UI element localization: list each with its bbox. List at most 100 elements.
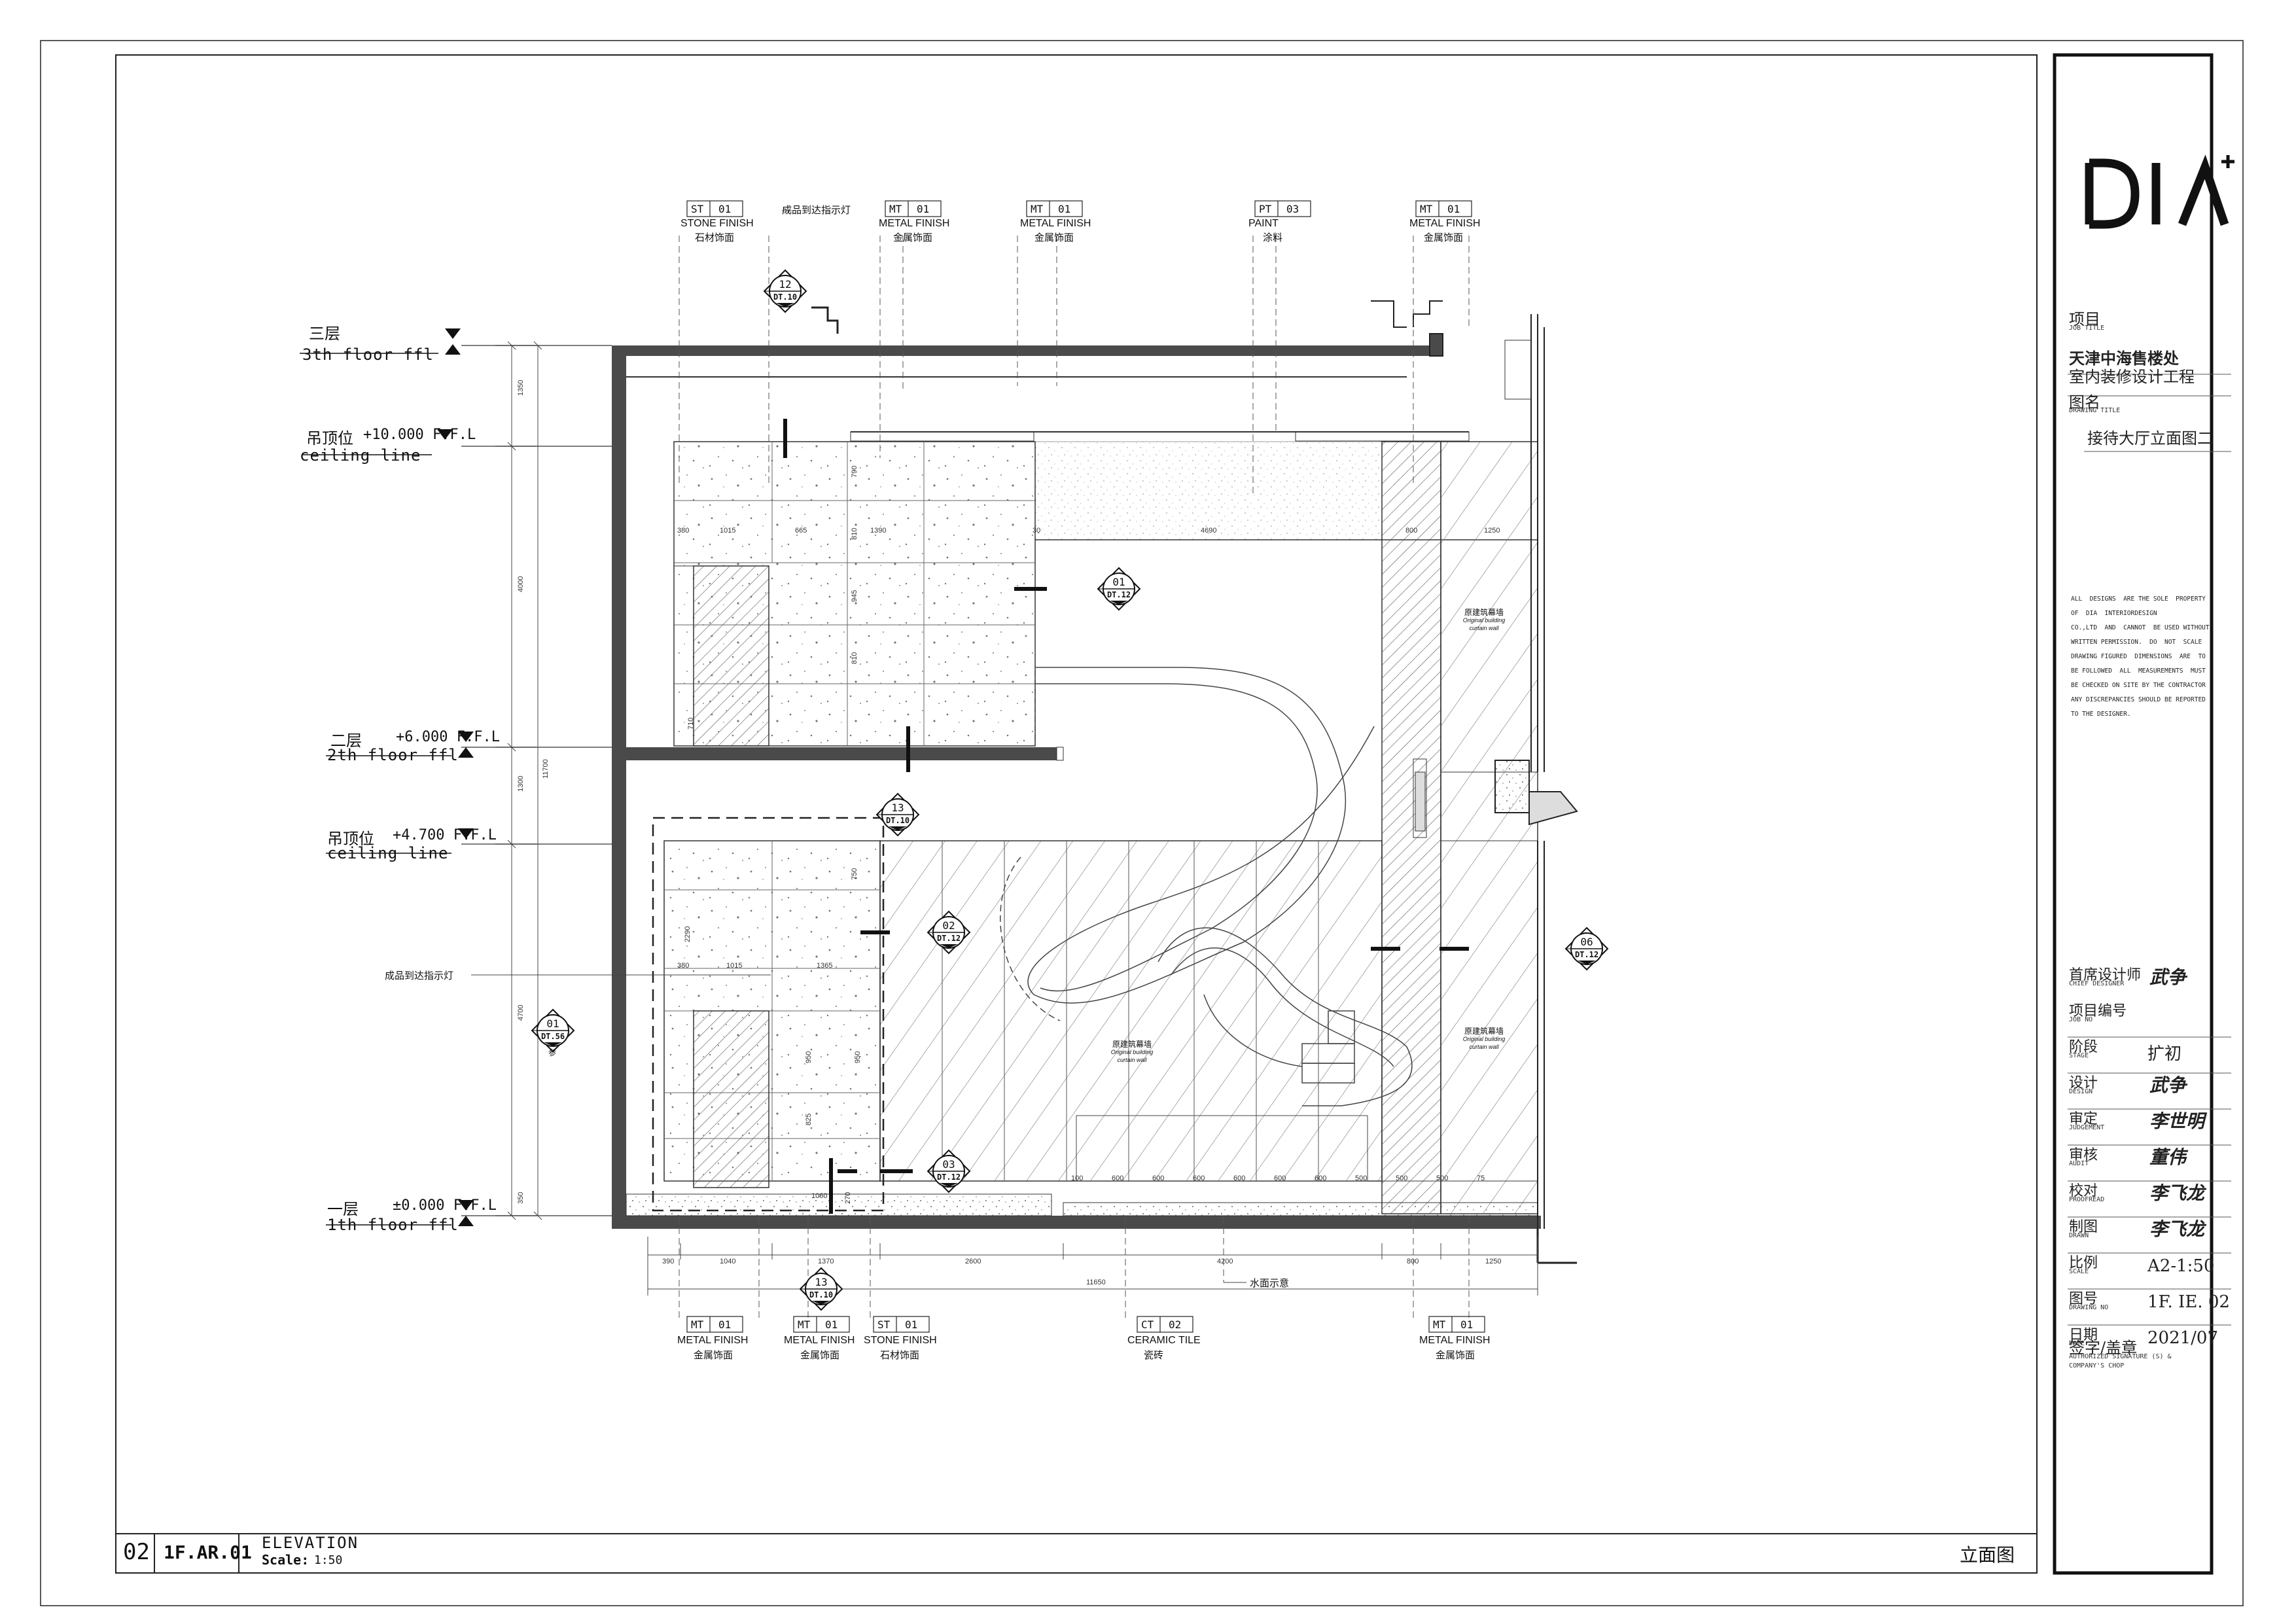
detail-callout[interactable]: 01 DT.12 (1097, 567, 1141, 611)
display-light-note-left: 成品到达指示灯 (385, 970, 454, 981)
callout-symbol-icon (531, 1008, 575, 1053)
tag-material-cn: 金属饰面 (1424, 232, 1464, 243)
tag-code: MT (889, 203, 902, 215)
detail-callout[interactable]: 13 DT.10 (799, 1267, 843, 1311)
tb-row-label-en: DESIGN (2069, 1088, 2093, 1095)
tag-num: 01 (825, 1318, 838, 1331)
tag-material-cn: 金属饰面 (800, 1349, 840, 1361)
tb-row-label-en: CHIEF DESIGNER (2069, 980, 2125, 987)
tag-num: 01 (1058, 203, 1071, 215)
callout-number: 01 (546, 1017, 559, 1030)
signature-label: 签字/盖章 (2069, 1339, 2138, 1357)
tag-material-cn: 金属饰面 (694, 1349, 733, 1361)
callout-number: 12 (779, 278, 792, 291)
tag-code: MT (1420, 203, 1433, 215)
vertical-dims (507, 341, 542, 1220)
tb-row-label: 制图 (2069, 1219, 2098, 1235)
dim-lower-row: 1365 (817, 962, 833, 970)
level-ceiling-1-val: +10.000 F.F.L (363, 427, 476, 443)
level-2f-cn: 二层 (330, 732, 362, 750)
tag-material-cn: 石材饰面 (880, 1349, 920, 1361)
tag-material-en: METAL FINISH (1409, 218, 1481, 229)
dim-lower-col: 950 (805, 1051, 813, 1063)
dim-vertical: 4000 (517, 576, 525, 592)
staircase (1000, 667, 1413, 1106)
level-3f-cn: 三层 (309, 325, 340, 343)
dim-upper-row: 380 (677, 527, 690, 535)
detail-callout[interactable]: 03 DT.12 (927, 1149, 971, 1193)
dim-floor-row: 75 (1477, 1174, 1485, 1182)
tb-row-label-en: JOB NO (2069, 1016, 2093, 1023)
right-structure (1371, 300, 1578, 1264)
tb-row-label-en: DRAWING NO (2069, 1304, 2109, 1311)
tag-material-en: CERAMIC TILE (1127, 1335, 1201, 1346)
dim-floor-row: 600 (1193, 1174, 1205, 1182)
callout-symbol-icon (875, 792, 920, 837)
project-name-2: 室内装修设计工程 (2069, 368, 2195, 386)
tb-row-label: 审核 (2069, 1147, 2098, 1163)
dim-upper-col: 810 (851, 652, 858, 664)
tb-row-value: 扩初 (2147, 1044, 2182, 1064)
dim-lower-col: 750 (851, 868, 858, 880)
curtain-column-upper (1381, 441, 1441, 1214)
dim-lower-row: 1015 (726, 962, 743, 970)
drawing-ref: 1F.AR.01 (164, 1542, 252, 1563)
dim-horizontal: 4200 (1217, 1258, 1233, 1265)
tag-material-cn: 金属饰面 (1436, 1349, 1475, 1361)
dim-upper-row: 4690 (1201, 527, 1217, 535)
tag-material-en: STONE FINISH (680, 218, 754, 229)
dia-logo-icon (2085, 154, 2234, 229)
dim-upper-row: 1250 (1484, 527, 1500, 535)
tb-row-label: 项目编号 (2069, 1003, 2127, 1019)
tag-num: 01 (1447, 203, 1460, 215)
dim-floor-row: 600 (1274, 1174, 1286, 1182)
detail-callout[interactable]: 13 DT.10 (875, 792, 920, 837)
drawing-title-label-en: DRAWING TITLE (2069, 407, 2121, 414)
dim-upper-row: 665 (795, 527, 807, 535)
floor-tile-band (1063, 1202, 1538, 1216)
tag-num: 01 (905, 1318, 918, 1331)
dim-lower-col: 270 (844, 1192, 852, 1204)
tb-row-signature: 武争 (2149, 966, 2187, 988)
callout-ref: DT.10 (809, 1290, 834, 1299)
callout-symbol-icon (927, 1149, 971, 1193)
slab-2f (612, 747, 1057, 760)
detail-callout[interactable]: 06 DT.12 (1564, 927, 1609, 971)
display-light-note-top: 成品到达指示灯 (782, 204, 851, 216)
callout-ref: DT.12 (936, 1173, 961, 1182)
bottom-dims (647, 1237, 1538, 1296)
dim-vertical: 1350 (517, 380, 525, 396)
tag-num: 01 (718, 203, 732, 215)
callout-ref: DT.12 (936, 934, 961, 943)
tag-code: MT (1031, 203, 1044, 215)
callout-number: 02 (942, 919, 955, 932)
dim-vertical: 4700 (517, 1004, 525, 1021)
tb-row-label-en: AUDIT (2069, 1160, 2089, 1167)
dim-horizontal: 1040 (720, 1258, 736, 1265)
upper-hatched-panel (693, 565, 769, 747)
tb-row-value: 1F. IE. 02 (2147, 1292, 2230, 1312)
tag-material-cn: 金属饰面 (1034, 232, 1074, 243)
tag-code: ST (691, 203, 704, 215)
tb-row-signature: 李世明 (2149, 1110, 2205, 1132)
curtain-wall-label: 原建筑幕墙 Original building curtain wall (1462, 1027, 1506, 1050)
detail-callout[interactable]: 01 DT.56 (531, 1008, 575, 1053)
dim-upper-col: 710 (687, 717, 695, 730)
drawing-title: 接待大厅立面图二 (2087, 429, 2213, 448)
scale-label: Scale: (262, 1552, 309, 1568)
detail-callout[interactable]: 02 DT.12 (927, 910, 971, 955)
dim-upper-row: 30 (1033, 527, 1041, 535)
tb-row-label-en: DRAWN (2069, 1232, 2089, 1239)
callout-ref: DT.10 (773, 292, 798, 302)
tag-num: 01 (1460, 1318, 1474, 1331)
tb-row-label-en: DATE (2069, 1340, 2085, 1347)
title-block-border (2053, 53, 2214, 1575)
detail-callout[interactable]: 12 DT.10 (763, 269, 807, 313)
inner-border (115, 54, 2038, 1574)
dim-upper-row: 1015 (720, 527, 736, 535)
dim-upper-row: 1390 (870, 527, 887, 535)
elevation-title: ELEVATION (262, 1534, 359, 1552)
dim-vertical: 350 (517, 1192, 525, 1204)
tag-code: MT (1433, 1318, 1446, 1331)
dim-horizontal: 1370 (818, 1258, 834, 1265)
